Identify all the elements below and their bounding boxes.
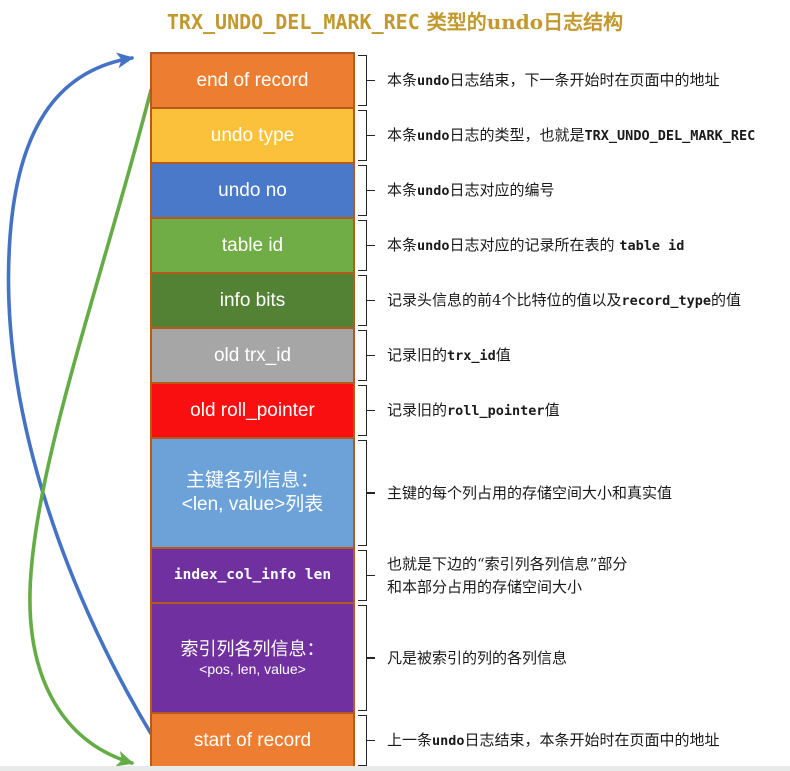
- field-label: 主键各列信息：: [185, 470, 319, 492]
- row-primary-key-columns: 主键各列信息： <len, value>列表 主键的每个列占用的存储空间大小和真…: [150, 437, 790, 549]
- annotation-bracket: [358, 275, 375, 326]
- field-box-indexed-columns: 索引列各列信息： <pos, len, value>: [150, 602, 355, 714]
- annotation-bracket: [358, 550, 375, 601]
- field-label: end of record: [196, 69, 309, 91]
- annotation-bracket: [358, 165, 375, 216]
- field-box-index-col-info-len: index_col_info len: [150, 547, 355, 604]
- field-label: undo type: [210, 124, 295, 146]
- row-undo-no: undo no 本条undo日志对应的编号: [150, 162, 790, 219]
- field-box-table-id: table id: [150, 217, 355, 274]
- field-label: old trx_id: [213, 344, 292, 366]
- field-label: info bits: [219, 289, 286, 311]
- annotation-bracket: [358, 715, 375, 766]
- annotation-text: 记录旧的: [387, 401, 448, 420]
- annotation-code: trx_id: [447, 348, 496, 365]
- annotation-bracket: [358, 605, 375, 711]
- field-annotation: 本条undo日志结束，下一条开始时在页面中的地址: [367, 69, 720, 92]
- annotation-code: undo: [417, 128, 450, 145]
- field-annotation: 本条undo日志的类型，也就是TRX_UNDO_DEL_MARK_REC: [367, 124, 755, 147]
- field-annotation: 记录旧的trx_id值: [367, 344, 511, 367]
- annotation-bracket: [358, 440, 375, 546]
- annotation-code: record_type: [621, 293, 711, 310]
- annotation-text: 记录头信息的前4个比特位的值以及: [387, 291, 622, 310]
- field-annotation: 本条undo日志对应的记录所在表的 table id: [367, 234, 684, 257]
- annotation-text: 记录旧的: [387, 346, 448, 365]
- field-label: undo no: [218, 179, 287, 201]
- annotation-code: undo: [432, 733, 465, 750]
- field-box-old-roll-pointer: old roll_pointer: [150, 382, 355, 439]
- annotation-bracket: [358, 330, 375, 381]
- annotation-text: 值: [544, 401, 560, 420]
- bottom-divider: [0, 766, 790, 771]
- annotation-text: 本条: [387, 126, 418, 145]
- green-loop-arrow: [28, 88, 153, 767]
- field-annotation: 凡是被索引的列的各列信息: [367, 647, 567, 670]
- row-undo-type: undo type 本条undo日志的类型，也就是TRX_UNDO_DEL_MA…: [150, 107, 790, 164]
- annotation-text: 值: [495, 346, 511, 365]
- row-old-roll-pointer: old roll_pointer 记录旧的roll_pointer值: [150, 382, 790, 439]
- row-index-col-info-len: index_col_info len 也就是下边的“索引列各列信息”部分 和本部…: [150, 547, 790, 604]
- annotation-text: 本条: [387, 236, 418, 255]
- field-label: 索引列各列信息：: [180, 639, 325, 659]
- annotation-code: undo: [417, 238, 450, 255]
- field-label: <pos, len, value>: [199, 660, 306, 677]
- annotation-code: undo: [417, 73, 450, 90]
- blue-loop-arrow: [6, 52, 155, 739]
- field-box-undo-type: undo type: [150, 107, 355, 164]
- field-label: old roll_pointer: [190, 399, 315, 421]
- annotation-text: 日志对应的记录所在表的: [449, 236, 620, 255]
- field-annotation: 上一条undo日志结束，本条开始时在页面中的地址: [367, 729, 720, 752]
- diagram-title: TRX_UNDO_DEL_MARK_REC 类型的undo日志结构: [0, 6, 790, 35]
- field-annotation: 也就是下边的“索引列各列信息”部分 和本部分占用的存储空间大小: [367, 553, 627, 598]
- annotation-text: 上一条: [387, 731, 433, 750]
- annotation-text: 本条: [387, 71, 418, 90]
- field-label: <len, value>列表: [181, 494, 324, 515]
- annotation-bracket: [358, 55, 375, 106]
- field-label: start of record: [193, 729, 312, 751]
- field-box-undo-no: undo no: [150, 162, 355, 219]
- annotation-code: table id: [619, 238, 685, 255]
- row-info-bits: info bits 记录头信息的前4个比特位的值以及record_type的值: [150, 272, 790, 329]
- annotation-text: 日志的类型，也就是: [449, 126, 585, 145]
- annotation-code: roll_pointer: [447, 403, 545, 420]
- annotation-text: 本条: [387, 181, 418, 200]
- annotation-text: 也就是下边的“索引列各列信息”部分: [387, 555, 628, 573]
- annotation-text: 日志结束，本条开始时在页面中的地址: [464, 731, 720, 750]
- field-box-old-trx-id: old trx_id: [150, 327, 355, 384]
- annotation-code: undo: [417, 183, 450, 200]
- annotation-text: 主键的每个列占用的存储空间大小和真实值: [387, 483, 673, 502]
- field-annotation: 本条undo日志对应的编号: [367, 179, 555, 202]
- row-table-id: table id 本条undo日志对应的记录所在表的 table id: [150, 217, 790, 274]
- field-annotation: 记录头信息的前4个比特位的值以及record_type的值: [367, 289, 741, 312]
- title-text-part: 类型的undo日志结构: [419, 10, 624, 34]
- field-box-primary-key-columns: 主键各列信息： <len, value>列表: [150, 437, 355, 549]
- annotation-text: 的值: [710, 291, 741, 310]
- field-label: index_col_info len: [173, 567, 332, 584]
- field-annotation: 记录旧的roll_pointer值: [367, 399, 560, 422]
- field-box-start-of-record: start of record: [150, 712, 355, 769]
- row-indexed-columns: 索引列各列信息： <pos, len, value> 凡是被索引的列的各列信息: [150, 602, 790, 714]
- annotation-text: 日志对应的编号: [449, 181, 555, 200]
- field-box-info-bits: info bits: [150, 272, 355, 329]
- row-start-of-record: start of record 上一条undo日志结束，本条开始时在页面中的地址: [150, 712, 790, 769]
- record-field-stack: end of record 本条undo日志结束，下一条开始时在页面中的地址 u…: [150, 52, 790, 769]
- field-box-end-of-record: end of record: [150, 52, 355, 109]
- annotation-bracket: [358, 110, 375, 161]
- field-annotation: 主键的每个列占用的存储空间大小和真实值: [367, 482, 672, 505]
- annotation-bracket: [358, 385, 375, 436]
- title-code-part: TRX_UNDO_DEL_MARK_REC: [166, 10, 420, 34]
- annotation-text: 和本部分占用的存储空间大小: [387, 577, 583, 596]
- annotation-code: TRX_UNDO_DEL_MARK_REC: [584, 128, 756, 145]
- annotation-bracket: [358, 220, 375, 271]
- field-label: table id: [221, 234, 284, 256]
- annotation-text: 凡是被索引的列的各列信息: [387, 648, 568, 667]
- row-end-of-record: end of record 本条undo日志结束，下一条开始时在页面中的地址: [150, 52, 790, 109]
- annotation-text: 日志结束，下一条开始时在页面中的地址: [449, 71, 720, 90]
- row-old-trx-id: old trx_id 记录旧的trx_id值: [150, 327, 790, 384]
